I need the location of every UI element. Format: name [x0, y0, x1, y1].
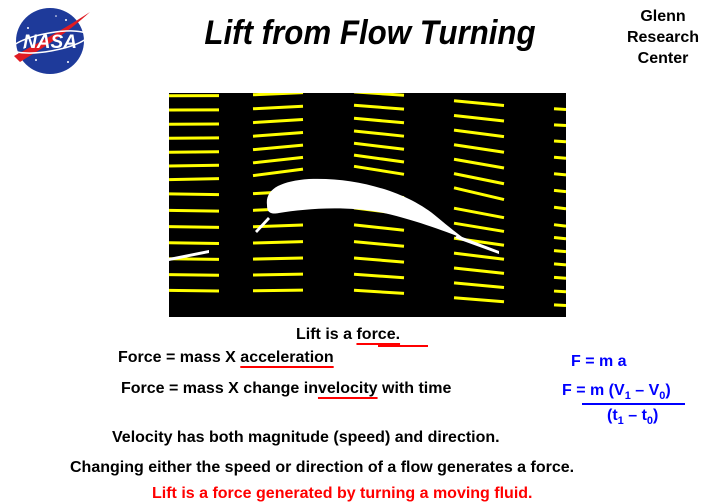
nasa-logo: NASA	[6, 4, 94, 78]
streamline-dash	[554, 207, 566, 208]
formula-numerator: F = m (V1 – V0)	[562, 382, 671, 402]
force-underline	[378, 345, 428, 347]
lift-statement: Lift is a force.	[296, 326, 400, 344]
streamline-dash	[169, 194, 219, 195]
formula-minus-t: – t	[624, 407, 647, 424]
streamline-dash	[554, 238, 566, 239]
force-velocity-suffix: with time	[382, 380, 451, 397]
streamline-dash	[169, 165, 219, 166]
center-name: Glenn Research Center	[604, 6, 722, 69]
flow-turning-figure	[169, 93, 566, 317]
streamline-dash	[169, 210, 219, 211]
formula-minus-v: – V	[631, 382, 659, 399]
formula-close-paren: )	[665, 382, 670, 399]
force-velocity-statement: Force = mass X change invelocity with ti…	[121, 380, 451, 398]
streamline-dash	[169, 243, 219, 244]
center-name-line-2: Research	[604, 27, 722, 48]
nasa-logo-text: NASA	[23, 32, 77, 53]
force-acceleration-prefix: Force = mass X	[118, 349, 236, 366]
conclusion-statement: Lift is a force generated by turning a m…	[152, 485, 532, 503]
streamline-dash	[169, 227, 219, 228]
streamline-dash	[554, 291, 566, 292]
force-term: force.	[356, 326, 400, 343]
streamline-dash	[253, 258, 303, 259]
streamline-dash	[554, 157, 566, 158]
streamline-dash	[554, 141, 566, 142]
streamline-dash	[554, 190, 566, 191]
streamline-dash	[253, 242, 303, 243]
page-title: Lift from Flow Turning	[140, 14, 600, 53]
velocity-definition: Velocity has both magnitude (speed) and …	[112, 429, 500, 447]
formula-f-ma: F = m a	[571, 353, 627, 371]
velocity-term: velocity	[318, 380, 378, 397]
center-name-line-3: Center	[604, 48, 722, 69]
streamline-dash	[554, 225, 566, 226]
formula-denominator-close: )	[653, 407, 658, 424]
streamline-dash	[169, 275, 219, 276]
center-name-line-1: Glenn	[604, 6, 722, 27]
formula-denominator: (t1 – t0)	[607, 407, 658, 427]
streamline-dash	[169, 290, 219, 291]
formula-denominator-prefix: (t	[607, 407, 618, 424]
streamline-dash	[554, 264, 566, 265]
lift-statement-prefix: Lift is a	[296, 326, 352, 343]
acceleration-term: acceleration	[240, 349, 333, 366]
streamline-dash	[169, 152, 219, 153]
streamline-dash	[253, 274, 303, 275]
streamline-dash	[554, 109, 566, 110]
fraction-bar	[582, 403, 685, 405]
streamline-dash	[169, 179, 219, 180]
formula-numerator-prefix: F = m (V	[562, 382, 625, 399]
streamline-dash	[554, 305, 566, 306]
streamline-dash	[554, 125, 566, 126]
changing-flow-statement: Changing either the speed or direction o…	[70, 459, 574, 477]
streamline-dash	[554, 277, 566, 278]
streamline-dash	[253, 290, 303, 291]
force-velocity-prefix: Force = mass X change in	[121, 380, 318, 397]
streamline-dash	[554, 251, 566, 252]
force-acceleration-statement: Force = mass X acceleration	[118, 349, 334, 367]
streamline-dash	[554, 174, 566, 175]
